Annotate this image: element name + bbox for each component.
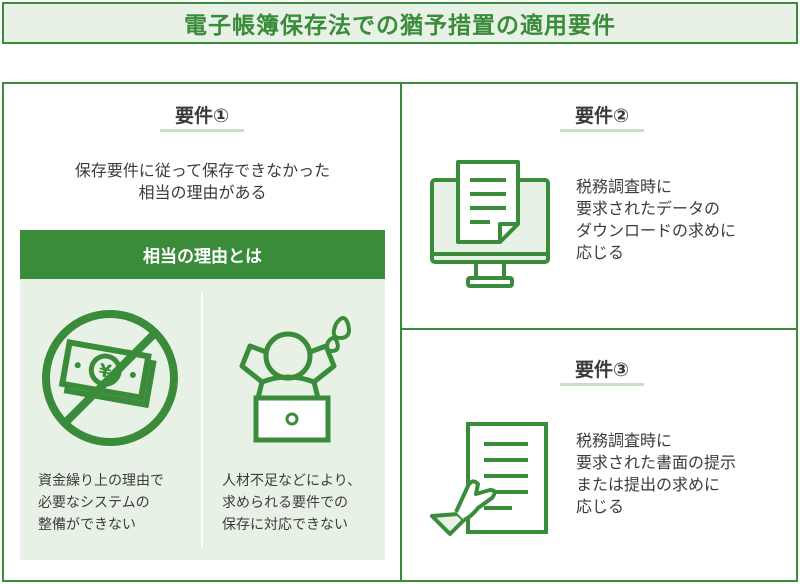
requirement-2-line-4: 応じる bbox=[576, 243, 625, 262]
reason-left-text: 資金繰り上の理由で 必要なシステムの 整備ができない bbox=[38, 470, 164, 536]
requirement-3-line-3: または提出の求めに bbox=[576, 475, 721, 494]
reason-left-line-1: 資金繰り上の理由で bbox=[38, 473, 164, 489]
requirement-3-line-1: 税務調査時に bbox=[576, 431, 673, 450]
requirement-1-description: 保存要件に従って保存できなかった 相当の理由がある bbox=[20, 160, 385, 204]
requirement-2-heading: 要件② bbox=[560, 100, 644, 132]
reason-right-text: 人材不足などにより、 求められる要件での 保存に対応できない bbox=[222, 470, 361, 536]
requirement-3-line-2: 要求された書面の提示 bbox=[576, 453, 737, 472]
reason-left-line-2: 必要なシステムの bbox=[38, 495, 150, 511]
reason-left-line-3: 整備ができない bbox=[38, 517, 136, 533]
reason-right-line-3: 保存に対応できない bbox=[222, 517, 348, 533]
requirement-2-line-2: 要求されたデータの bbox=[576, 199, 721, 218]
requirement-3-heading: 要件③ bbox=[560, 354, 644, 386]
requirement-2-line-1: 税務調査時に bbox=[576, 177, 673, 196]
requirement-3-line-4: 応じる bbox=[576, 497, 625, 516]
requirement-3-description: 税務調査時に 要求された書面の提示 または提出の求めに 応じる bbox=[576, 430, 736, 518]
reason-separator bbox=[201, 292, 203, 548]
requirement-1-heading: 要件① bbox=[160, 100, 244, 132]
computer-document-icon bbox=[430, 160, 550, 288]
requirement-1-line-1: 保存要件に従って保存できなかった bbox=[74, 161, 331, 180]
requirement-2-description: 税務調査時に 要求されたデータの ダウンロードの求めに 応じる bbox=[576, 176, 736, 264]
reason-right-line-1: 人材不足などにより、 bbox=[222, 473, 362, 489]
overwhelmed-person-laptop-icon bbox=[239, 316, 351, 443]
requirement-2-line-3: ダウンロードの求めに bbox=[576, 221, 737, 240]
horizontal-divider bbox=[400, 328, 798, 330]
requirement-1-line-2: 相当の理由がある bbox=[138, 183, 267, 202]
no-money-icon: ¥ bbox=[42, 310, 178, 446]
hand-document-icon bbox=[430, 422, 548, 536]
page-title: 電子帳簿保存法での猶予措置の適用要件 bbox=[2, 2, 798, 44]
reason-right-line-2: 求められる要件での bbox=[222, 495, 348, 511]
vertical-divider bbox=[400, 82, 402, 582]
reason-header: 相当の理由とは bbox=[20, 230, 385, 279]
